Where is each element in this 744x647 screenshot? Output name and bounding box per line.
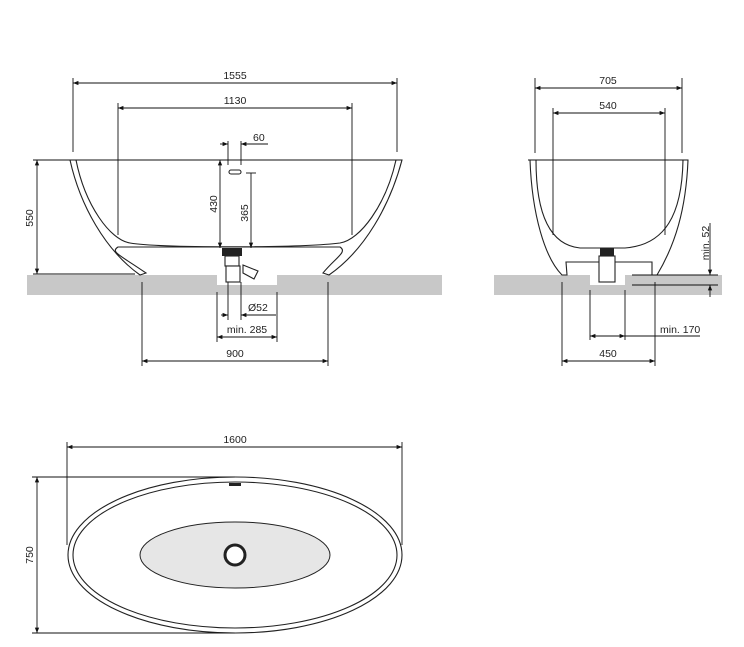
drain-trap <box>224 255 240 267</box>
dim-inner-width: 540 <box>599 100 617 112</box>
drain-icon <box>223 543 247 567</box>
drain-fitting <box>222 248 242 256</box>
dim-feet-spacing: 900 <box>226 348 244 360</box>
dim-overall-width: 705 <box>599 75 617 87</box>
side-view: 705 540 min. 52 min. 170 450 <box>494 75 722 366</box>
drain-outlet <box>242 264 259 280</box>
dim-height: 550 <box>24 209 36 227</box>
dim-inner-length: 1130 <box>224 95 247 107</box>
overflow <box>229 483 241 486</box>
dim-top-length: 1600 <box>223 434 247 446</box>
dim-overflow-width: 60 <box>253 132 265 144</box>
dim-floor-cutout: min. 285 <box>227 324 267 336</box>
overflow <box>228 169 242 175</box>
tub-front-outline <box>33 159 403 283</box>
tub-side-outline <box>529 159 689 276</box>
dim-top-width: 750 <box>24 546 36 564</box>
dim-drain-to-rim: 430 <box>208 195 220 213</box>
dim-overall-length: 1555 <box>223 70 247 82</box>
drain-trap <box>598 255 616 283</box>
front-view: 1555 1130 60 550 430 365 Ø52 min. 285 <box>24 70 442 366</box>
top-view: 1600 750 <box>24 434 403 634</box>
dim-side-feet-spacing: 450 <box>599 348 617 360</box>
dim-drain-to-overflow: 365 <box>239 204 251 222</box>
dim-floor-clearance: min. 52 <box>700 226 712 261</box>
dim-drain-diameter: Ø52 <box>248 302 268 314</box>
floor-cutout <box>217 275 277 285</box>
dim-side-floor-cutout: min. 170 <box>660 324 700 336</box>
